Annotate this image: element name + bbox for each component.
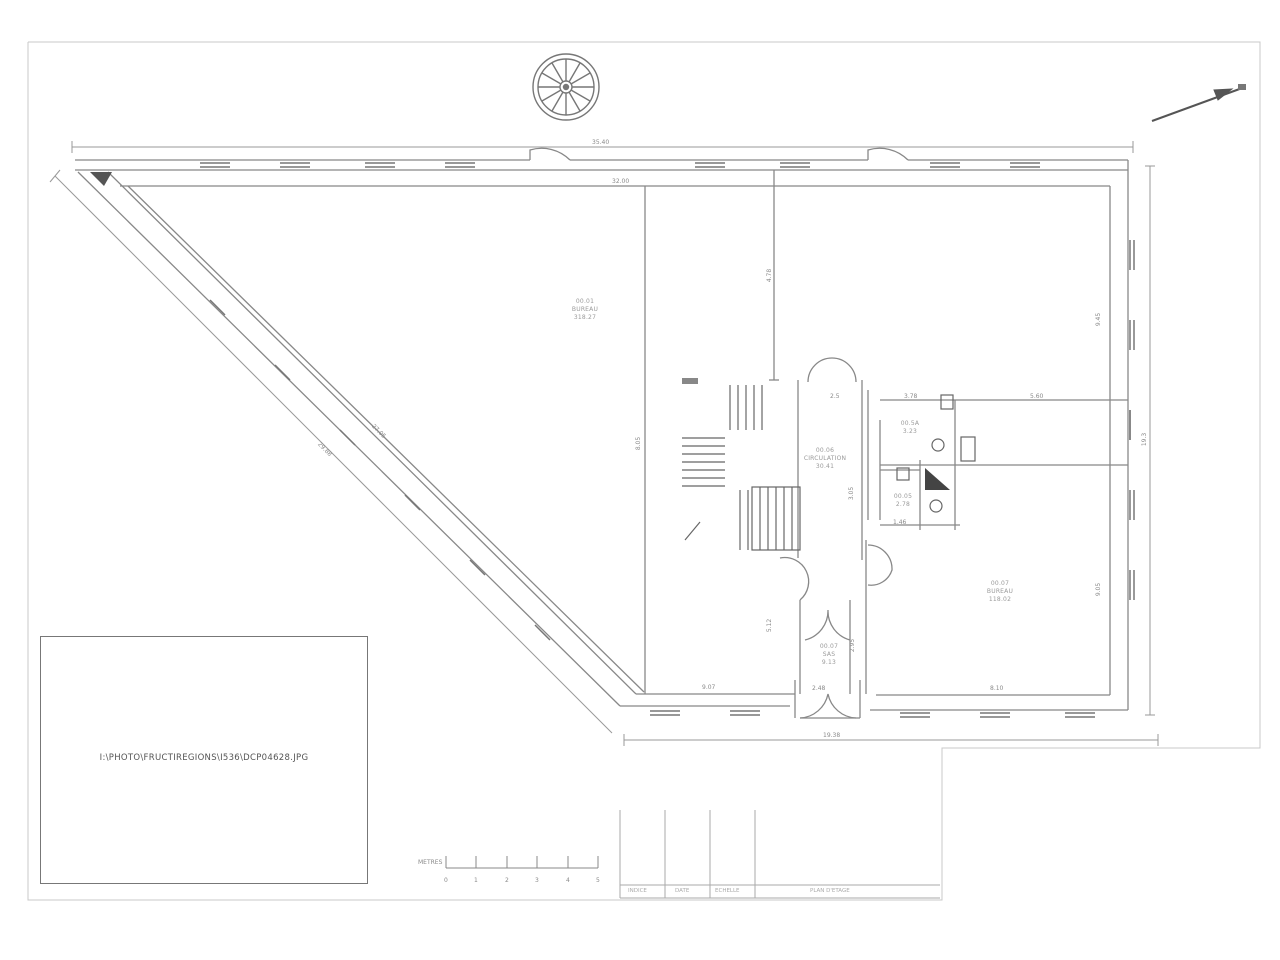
image-path-frame: I:\PHOTO\FRUCTIREGIONS\I536\DCP04628.JPG (40, 636, 368, 884)
toilet-icon (931, 438, 945, 452)
cabinet-icon (960, 436, 976, 462)
dim-top-inner: 32.00 (612, 178, 630, 185)
building-outline (75, 147, 1129, 719)
room-area: 318.27 (573, 314, 597, 321)
toilet-icon-2 (929, 499, 943, 513)
room-label-wc-b: 00.05 2.78 (886, 493, 920, 509)
dim-bottom-right: 8.10 (990, 685, 1004, 692)
room-code: 00.07 (990, 580, 1010, 587)
scale-tick-1: 1 (474, 877, 478, 884)
dim-wc-right: 5.60 (1030, 393, 1044, 400)
dim-left-wall: 5.12 (766, 618, 774, 633)
room-area: 3.23 (902, 428, 918, 435)
north-arrow-icon (1151, 84, 1246, 122)
spiral-staircase-icon (532, 53, 600, 121)
dim-stair-height: 8.05 (635, 436, 643, 451)
room-label-office-large: 00.01 BUREAU 318.27 (555, 298, 615, 322)
staircase-icon (682, 378, 801, 551)
dim-right-lower: 9.05 (1095, 582, 1103, 597)
room-name: BUREAU (986, 588, 1014, 595)
windows (200, 162, 1135, 718)
dim-sas-height: 2.95 (849, 638, 857, 653)
room-code: 00.5A (900, 420, 920, 427)
scale-tick-2: 2 (505, 877, 509, 884)
title-block-plan-name: PLAN D'ETAGE (810, 888, 850, 894)
shaft-marker-icon (925, 468, 950, 490)
room-code: 00.01 (575, 298, 595, 305)
title-block (619, 810, 940, 899)
scale-bar (445, 856, 599, 869)
room-area: 2.78 (895, 501, 911, 508)
room-label-office-right: 00.07 BUREAU 118.02 (970, 580, 1030, 604)
dim-small-b: 1.46 (893, 519, 907, 526)
room-label-circulation: 00.06 CIRCULATION 30.41 (792, 447, 858, 471)
room-label-sas: 00.07 SAS 9.13 (812, 643, 846, 667)
title-block-date: DATE (675, 888, 690, 894)
room-area: 118.02 (988, 596, 1012, 603)
corner-marker-icon (90, 172, 112, 186)
room-code: 00.07 (819, 643, 839, 650)
room-area: 9.13 (821, 659, 837, 666)
dim-corridor-height: 4.78 (766, 268, 774, 283)
room-area: 30.41 (815, 463, 835, 470)
dimension-lines (49, 141, 1159, 746)
image-path-label: I:\PHOTO\FRUCTIREGIONS\I536\DCP04628.JPG (99, 753, 309, 763)
room-code: 00.05 (893, 493, 913, 500)
scale-tick-3: 3 (535, 877, 539, 884)
dim-right-upper: 9.45 (1095, 312, 1103, 327)
dim-small-a: 2.5 (830, 393, 840, 400)
dim-right-overall: 19.3 (1141, 432, 1149, 447)
title-block-scale: ECHELLE (715, 888, 740, 894)
room-code: 00.06 (815, 447, 835, 454)
scale-tick-0: 0 (444, 877, 448, 884)
washbasin-icon (896, 467, 910, 481)
dim-circ-height: 3.05 (848, 486, 856, 501)
dim-top-overall: 35.40 (592, 139, 610, 146)
room-name: BUREAU (571, 306, 599, 313)
dim-wc-width: 3.78 (904, 393, 918, 400)
dim-bottom-door: 2.48 (812, 685, 826, 692)
room-label-wc-a: 00.5A 3.23 (893, 420, 927, 436)
scale-tick-4: 4 (566, 877, 570, 884)
scale-tick-5: 5 (596, 877, 600, 884)
sanitary-fixtures (896, 394, 976, 513)
dim-bottom-left: 9.07 (702, 684, 716, 691)
room-name: CIRCULATION (803, 455, 847, 462)
room-name: SAS (822, 651, 836, 658)
sheet-border (27, 41, 1261, 901)
dim-bottom-overall: 19.38 (823, 732, 841, 739)
title-block-index: INDICE (628, 888, 647, 894)
sink-icon (940, 394, 954, 410)
scale-bar-label: METRES (418, 859, 443, 866)
